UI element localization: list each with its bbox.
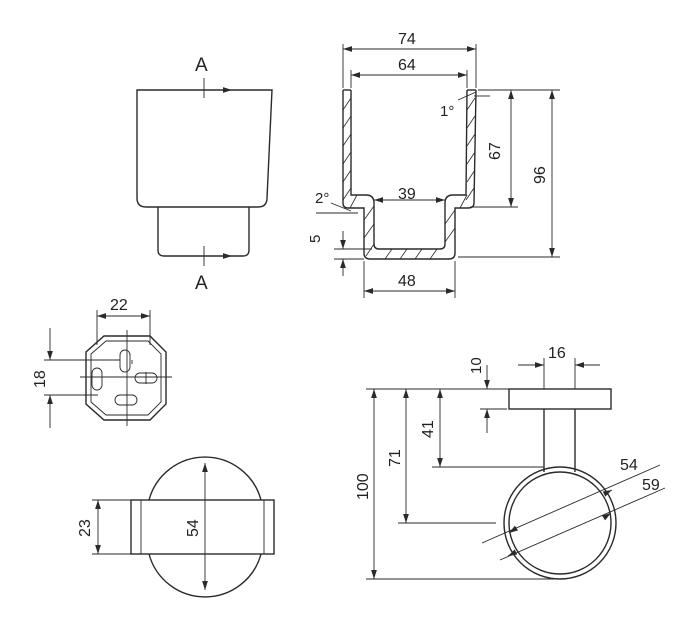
dim-diameter-text: 54 (185, 519, 202, 537)
ring-inner (508, 471, 612, 575)
cup-base-outline (157, 207, 250, 257)
dim-overall-height-text: 100 (355, 473, 372, 500)
section-label-bottom: A (195, 273, 208, 294)
section-view: 74 64 1° 67 96 2° 39 5 (307, 31, 560, 298)
side-circle-outline (148, 456, 262, 598)
dim-base-width-text: 48 (398, 273, 416, 290)
dim-cup-depth-text: 67 (487, 142, 504, 160)
side-band (130, 499, 275, 555)
dim-ring-inner-diameter-leader (481, 464, 661, 544)
section-label-top: A (195, 55, 208, 76)
dim-ring-inner-diameter-text: 54 (620, 457, 638, 474)
slot-top (119, 349, 131, 373)
front-view: A A (136, 55, 273, 294)
ring-outer (503, 466, 617, 580)
wall-plate (508, 388, 612, 410)
dim-height-text: 18 (32, 370, 49, 388)
draft-angle-top-text: 1° (440, 103, 454, 120)
dim-inner-width-text: 64 (398, 57, 416, 74)
dim-plate-width-text: 16 (548, 345, 566, 362)
holder-view: 16 10 41 71 100 54 59 (355, 345, 666, 580)
dim-arm-length-text: 41 (420, 420, 437, 438)
dim-ring-outer-diameter-text: 59 (642, 477, 660, 494)
dim-bottom-thickness-text: 5 (307, 235, 324, 243)
draft-angle-step-text: 2° (315, 190, 329, 207)
dim-step-width-text: 39 (398, 186, 416, 203)
cup-body-outline (136, 89, 273, 208)
dim-outer-width-text: 74 (398, 31, 416, 48)
bottom-octagon-inner (90, 340, 162, 416)
bottom-view: 22 18 (32, 297, 172, 428)
section-outer-profile (342, 89, 477, 260)
dim-plate-thickness-text: 10 (468, 357, 485, 374)
side-view: 23 54 (77, 456, 275, 598)
section-inner-profile (350, 89, 468, 250)
dim-total-height-text: 96 (532, 166, 549, 184)
bottom-octagon-outline (85, 335, 167, 421)
slot-left (91, 367, 103, 391)
dim-ring-outer-diameter-leader (499, 487, 666, 561)
dim-ring-center-height-text: 71 (387, 449, 404, 467)
dim-band-height-text: 23 (77, 519, 94, 537)
slot-bottom (114, 394, 138, 406)
section-hatching (342, 97, 476, 260)
dim-slot-spacing-text: 22 (110, 297, 128, 314)
